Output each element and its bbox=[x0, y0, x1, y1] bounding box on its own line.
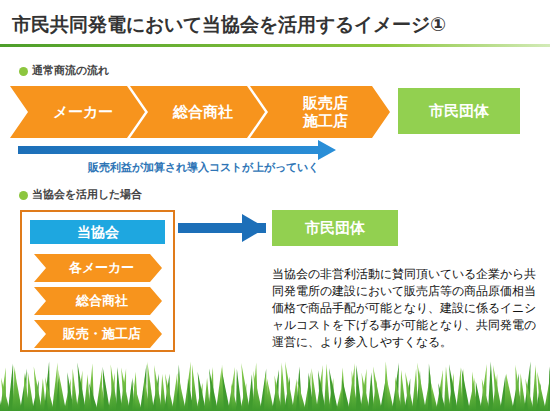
node-content: 総合商社 bbox=[130, 86, 265, 138]
grass-blade bbox=[548, 367, 550, 411]
grass-blade bbox=[297, 381, 306, 411]
grass-blade bbox=[58, 370, 66, 411]
node-label: 販売・施工店 bbox=[63, 326, 141, 342]
chevron-fill bbox=[34, 287, 162, 315]
node-content: 総合商社 bbox=[34, 287, 162, 315]
grass-blade bbox=[165, 374, 174, 411]
grass-blade bbox=[28, 372, 34, 411]
flow-caption: 販売利益が加算され導入コストが上がっていく bbox=[88, 161, 319, 175]
grass-blade bbox=[462, 368, 470, 411]
grass-blade bbox=[192, 364, 198, 411]
chevron-step: メーカー bbox=[10, 86, 145, 138]
grass-blade bbox=[209, 368, 218, 411]
grass-blade bbox=[537, 371, 546, 411]
node-content: 販売店 施工店 bbox=[250, 86, 390, 138]
grass-blade bbox=[417, 363, 426, 411]
explanation-text: 当協会の非営利活動に賛同頂いている企業から共同発電所の建設において販売店等の商品… bbox=[272, 266, 538, 351]
grass-blade bbox=[77, 363, 86, 411]
slide-title: 市民共同発電において当協会を活用するイメージ① bbox=[12, 12, 446, 38]
grass-blade bbox=[121, 367, 130, 411]
target-box: 市民団体 bbox=[272, 210, 398, 246]
node-label: 総合商社 bbox=[173, 103, 233, 121]
grass-decoration bbox=[0, 361, 550, 411]
grass-blade bbox=[532, 365, 538, 411]
grass-blade bbox=[506, 373, 514, 411]
node-content: 販売・施工店 bbox=[34, 320, 162, 348]
chevron-fill bbox=[34, 320, 162, 348]
node-label: 市民団体 bbox=[305, 219, 365, 237]
chevron-step: 販売店 施工店 bbox=[250, 86, 390, 138]
grass-blade bbox=[222, 373, 230, 411]
node-content: 当協会 bbox=[30, 220, 165, 244]
group-box: 当協会各メーカー総合商社販売・施工店 bbox=[20, 210, 175, 352]
grass-blade bbox=[493, 365, 502, 411]
chevron-step: 総合商社 bbox=[34, 287, 162, 315]
cost-flow-arrow bbox=[18, 140, 336, 160]
grass-blade bbox=[103, 367, 110, 411]
grass-blade bbox=[14, 365, 22, 411]
grass-blade bbox=[241, 363, 250, 411]
section-heading: 通常商流の流れ bbox=[32, 64, 109, 78]
grass-blade bbox=[236, 369, 242, 411]
node-content: 市民団体 bbox=[398, 88, 520, 134]
node-content: メーカー bbox=[10, 86, 145, 138]
target-box: 市民団体 bbox=[398, 88, 520, 134]
grass-blade bbox=[373, 366, 382, 411]
node-content: 各メーカー bbox=[34, 254, 162, 282]
title-underline bbox=[0, 44, 550, 47]
chevron-fill bbox=[250, 86, 390, 138]
node-label: 市民団体 bbox=[429, 102, 489, 120]
grass-blade bbox=[280, 362, 286, 411]
grass-blade bbox=[324, 364, 330, 411]
grass-blade bbox=[147, 361, 154, 411]
bullet-dot bbox=[19, 67, 28, 76]
chevron-fill bbox=[34, 254, 162, 282]
chevron-fill bbox=[130, 86, 265, 138]
node-label: 当協会 bbox=[77, 224, 119, 241]
flow-arrow bbox=[178, 223, 266, 233]
chevron-fill bbox=[10, 86, 145, 138]
chevron-step: 各メーカー bbox=[34, 254, 162, 282]
node-label: メーカー bbox=[53, 103, 113, 121]
node-content: 市民団体 bbox=[272, 210, 398, 246]
association-band: 当協会 bbox=[30, 220, 165, 244]
node-label: 各メーカー bbox=[69, 260, 134, 276]
chevron-step: 総合商社 bbox=[130, 86, 265, 138]
grass-blade bbox=[449, 364, 458, 411]
node-label: 販売店 施工店 bbox=[301, 94, 349, 130]
node-label: 総合商社 bbox=[76, 293, 128, 309]
grass-blade bbox=[285, 361, 294, 411]
grass-blade bbox=[178, 373, 186, 411]
grass-blade bbox=[400, 370, 406, 411]
grass-blade bbox=[253, 371, 262, 411]
section-heading: 当協会を活用した場合 bbox=[32, 188, 142, 202]
chevron-step: 販売・施工店 bbox=[34, 320, 162, 348]
bullet-dot bbox=[19, 191, 28, 200]
grass-blade bbox=[329, 368, 338, 411]
